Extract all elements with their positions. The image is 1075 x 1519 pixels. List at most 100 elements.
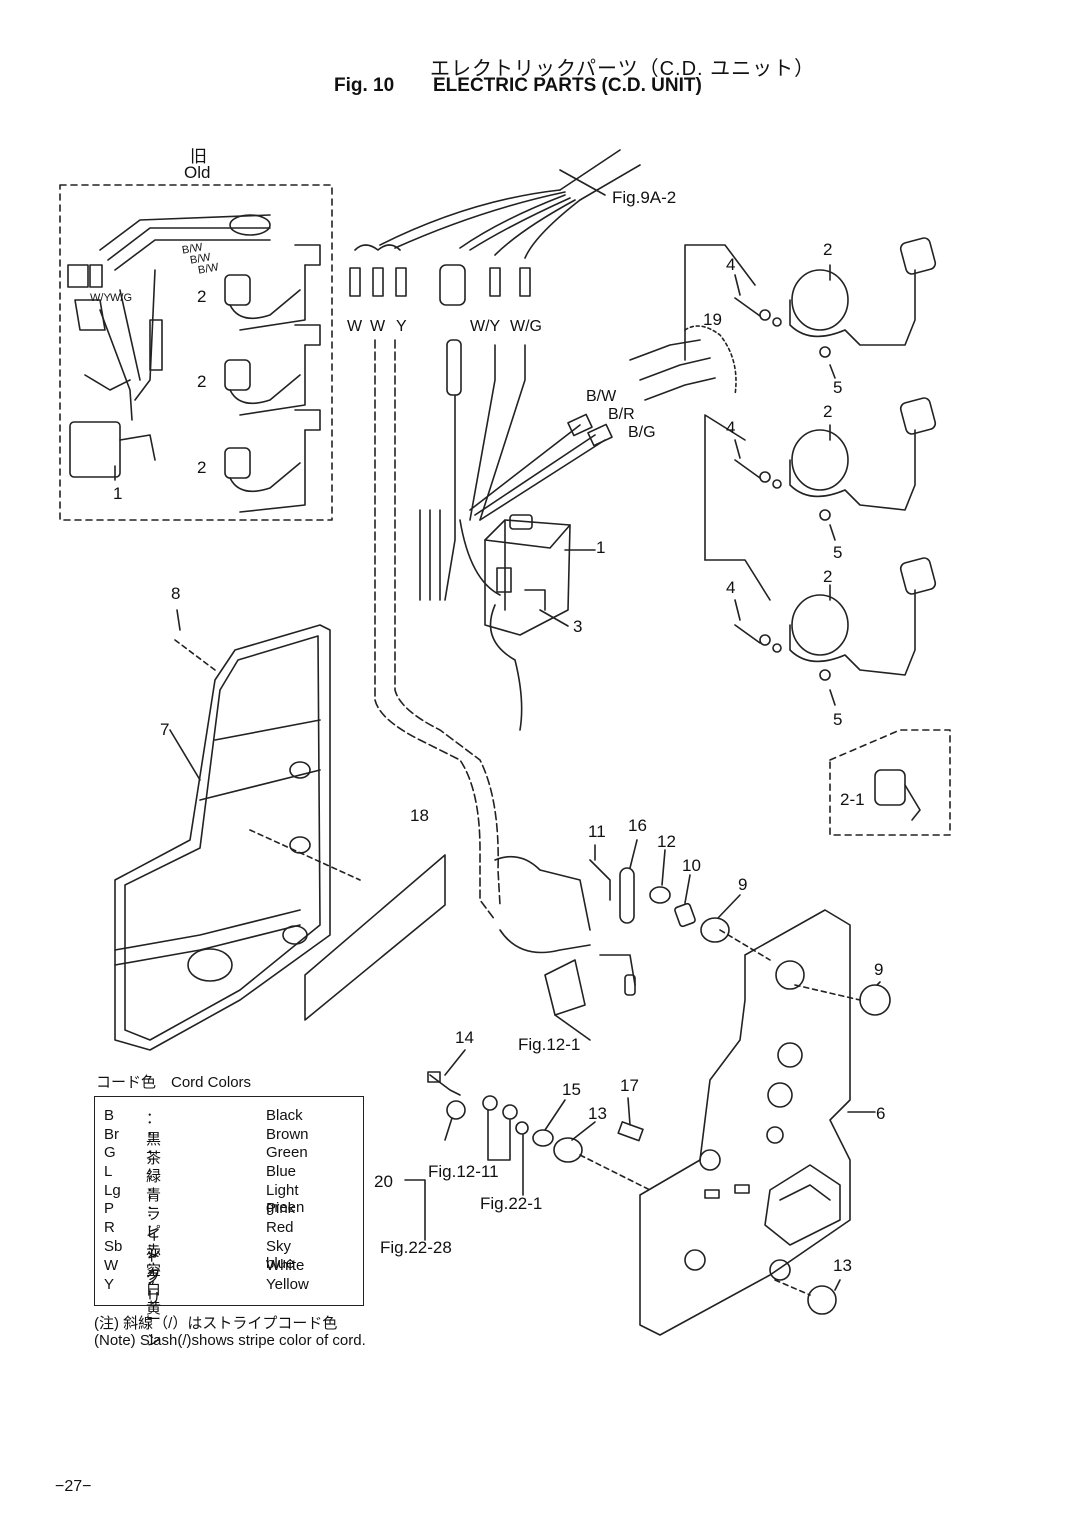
cord-color-legend [94, 1096, 364, 1306]
callout-1: 1 [596, 538, 606, 557]
figure-ref: Fig.9A-2 [612, 188, 677, 207]
electric-cover [114, 624, 331, 1051]
wire-label: W/Y [470, 318, 501, 335]
title-japanese: エレクトリックパーツ（C.D. ユニット） [430, 58, 816, 80]
wire-label: W [370, 318, 386, 335]
wire-label: B/W [586, 388, 617, 405]
old-callout: 1 [113, 484, 123, 503]
legend-heading: コード色 Cord Colors [96, 1074, 252, 1091]
callout-3: 3 [573, 617, 583, 636]
callout-9: 9 [738, 875, 748, 894]
figure-ref: Fig.12-1 [518, 1035, 581, 1054]
callout-15: 15 [562, 1080, 581, 1099]
callout-16: 16 [628, 816, 647, 835]
legend-en: Green [266, 1144, 308, 1161]
callout-17: 17 [620, 1076, 639, 1095]
callout-4: 4 [726, 578, 736, 597]
legend-en: Pink [266, 1200, 296, 1217]
legend-jp: ：黒 [146, 1110, 162, 1148]
callout-2: 2 [823, 567, 833, 586]
insulation-sheet [304, 854, 446, 1021]
wire-label: B/G [628, 424, 656, 441]
old-callout: 2 [197, 458, 207, 477]
legend-code: W [104, 1257, 119, 1274]
callout-19: 19 [703, 310, 722, 329]
legend-en: Yellow [266, 1276, 309, 1293]
legend-en: Black [266, 1107, 303, 1124]
old-variant-box [59, 184, 333, 521]
legend-jp: ：茶 [146, 1129, 162, 1167]
wire-label: W/G [510, 318, 542, 335]
legend-note-jp: (注) 斜線（/）はストライプコード色 [94, 1315, 338, 1332]
wire-label: W [347, 318, 363, 335]
legend-jp: ：青 [146, 1166, 162, 1204]
callout-5: 5 [833, 378, 843, 397]
wire-label: Y [396, 318, 407, 335]
callout-20: 20 [374, 1172, 393, 1191]
legend-jp: ：赤 [146, 1222, 162, 1260]
callout-8: 8 [171, 584, 181, 603]
figure-ref: Fig.22-28 [380, 1238, 452, 1257]
legend-jp: ：白 [146, 1260, 162, 1298]
callout-6: 6 [876, 1104, 886, 1123]
legend-code: Br [104, 1126, 119, 1143]
legend-code: Sb [104, 1238, 123, 1255]
legend-code: P [104, 1200, 115, 1217]
ignition-coil-2 [704, 397, 937, 561]
old-ignition-coil-3 [224, 409, 321, 513]
callout-13: 13 [588, 1104, 607, 1123]
legend-code: R [104, 1219, 115, 1236]
legend-code: Y [104, 1276, 115, 1293]
callout-18: 18 [410, 806, 429, 825]
callout-13: 13 [833, 1256, 852, 1275]
callout-2: 2 [823, 240, 833, 259]
old-callout: 2 [197, 287, 207, 306]
callout-4: 4 [726, 418, 736, 437]
legend-jp: ：ピンク [146, 1203, 162, 1283]
figure-number: Fig. 10 [334, 75, 395, 96]
legend-code: G [104, 1144, 116, 1161]
figure-ref: Fig.12-11 [428, 1162, 499, 1181]
legend-en: White [266, 1257, 305, 1274]
mounting-bracket [639, 909, 851, 1336]
old-label-en: Old [184, 163, 211, 182]
figure-ref: Fig.22-1 [480, 1194, 543, 1213]
ignition-coil-3 [704, 557, 937, 681]
legend-jp: ：緑 [146, 1147, 162, 1185]
callout-14: 14 [455, 1028, 474, 1047]
legend-note-en: (Note) Slash(/)shows stripe color of cor… [94, 1332, 366, 1349]
callout-11: 11 [588, 822, 606, 841]
cd-unit [484, 514, 571, 731]
legend-en: Light green [266, 1182, 305, 1216]
old-ignition-coil-2 [224, 324, 321, 416]
spark-cap-inset-box [829, 729, 951, 836]
legend-jp: ：空 [146, 1241, 162, 1279]
legend-code: B [104, 1107, 115, 1124]
old-ignition-coil-1 [224, 244, 321, 331]
callout-7: 7 [160, 720, 170, 739]
legend-jp: ：ライトグリーン [146, 1185, 162, 1349]
ignition-coil-1 [684, 237, 937, 361]
legend-jp: ：黄 [146, 1279, 162, 1317]
callout-4: 4 [726, 255, 736, 274]
legend-en: Red [266, 1219, 294, 1236]
callout-5: 5 [833, 543, 843, 562]
title-english: ELECTRIC PARTS (C.D. UNIT) [433, 75, 702, 96]
callout-2: 2 [823, 402, 833, 421]
old-wire-label: W/G [110, 292, 132, 304]
page-number: −27− [55, 1478, 92, 1495]
old-wire-label: W/Y [90, 292, 111, 304]
main-harness [559, 149, 641, 201]
wire-label: B/R [608, 406, 635, 423]
legend-en: Brown [266, 1126, 309, 1143]
callout-5: 5 [833, 710, 843, 729]
old-callout: 2 [197, 372, 207, 391]
callout-9: 9 [874, 960, 884, 979]
old-label-jp: 旧 [190, 147, 207, 166]
callout-10: 10 [682, 856, 701, 875]
legend-en: Blue [266, 1163, 297, 1180]
legend-code: L [104, 1163, 113, 1180]
callout-2-1: 2-1 [840, 790, 865, 809]
legend-en: Sky blue [266, 1238, 295, 1272]
